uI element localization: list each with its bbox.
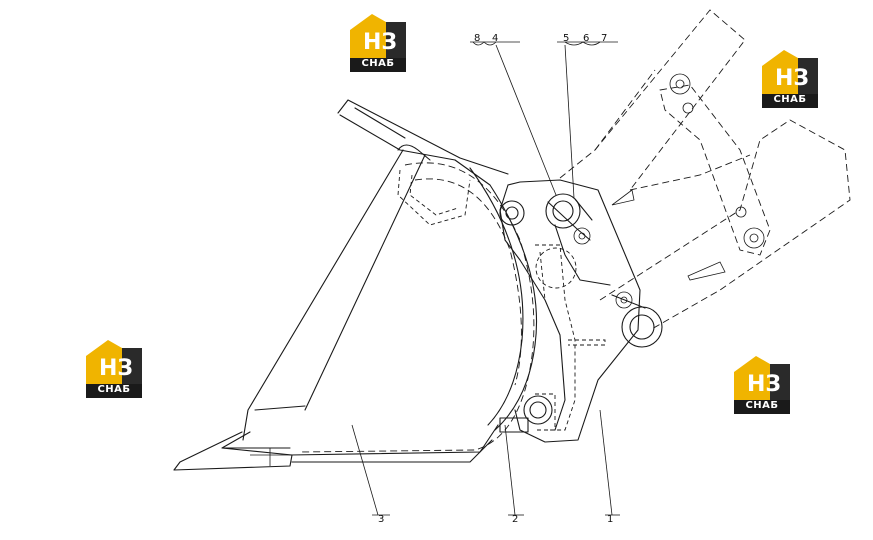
callout-1: 1 xyxy=(607,514,613,525)
callout-6: 6 xyxy=(583,33,589,44)
logo-label: CHAБ xyxy=(97,384,131,395)
callout-7: 7 xyxy=(601,33,607,44)
logo-mark-text: НЗ xyxy=(774,66,810,91)
callout-4: 4 xyxy=(492,33,498,44)
logo-emblem xyxy=(86,340,142,398)
logo-mark-text: НЗ xyxy=(746,372,782,397)
bucket-shell xyxy=(173,99,538,471)
logo-label: CHAБ xyxy=(745,400,779,411)
logo-emblem xyxy=(734,356,790,414)
callout-2: 2 xyxy=(512,514,518,525)
callout-3: 3 xyxy=(378,514,384,525)
callout-5: 5 xyxy=(563,33,569,44)
callout-labels: 1 2 3 8 4 5 6 7 xyxy=(378,33,613,525)
watermark-logo: НЗ CHAБ xyxy=(346,10,410,74)
leader-lines xyxy=(351,41,620,516)
side-bracket xyxy=(499,179,663,443)
logo-label: CHAБ xyxy=(773,94,807,105)
callout-8: 8 xyxy=(474,33,480,44)
logo-label: CHAБ xyxy=(361,58,395,69)
logo-emblem xyxy=(350,14,406,72)
logo-mark-text: НЗ xyxy=(98,356,134,381)
logo-mark-text: НЗ xyxy=(362,30,398,55)
watermark-logo: НЗ CHAБ xyxy=(730,352,794,416)
watermark-logo: НЗ CHAБ xyxy=(82,336,146,400)
logo-emblem xyxy=(762,50,818,108)
watermark-logo: НЗ CHAБ xyxy=(758,46,822,110)
boom-arm-phantom xyxy=(559,9,851,331)
